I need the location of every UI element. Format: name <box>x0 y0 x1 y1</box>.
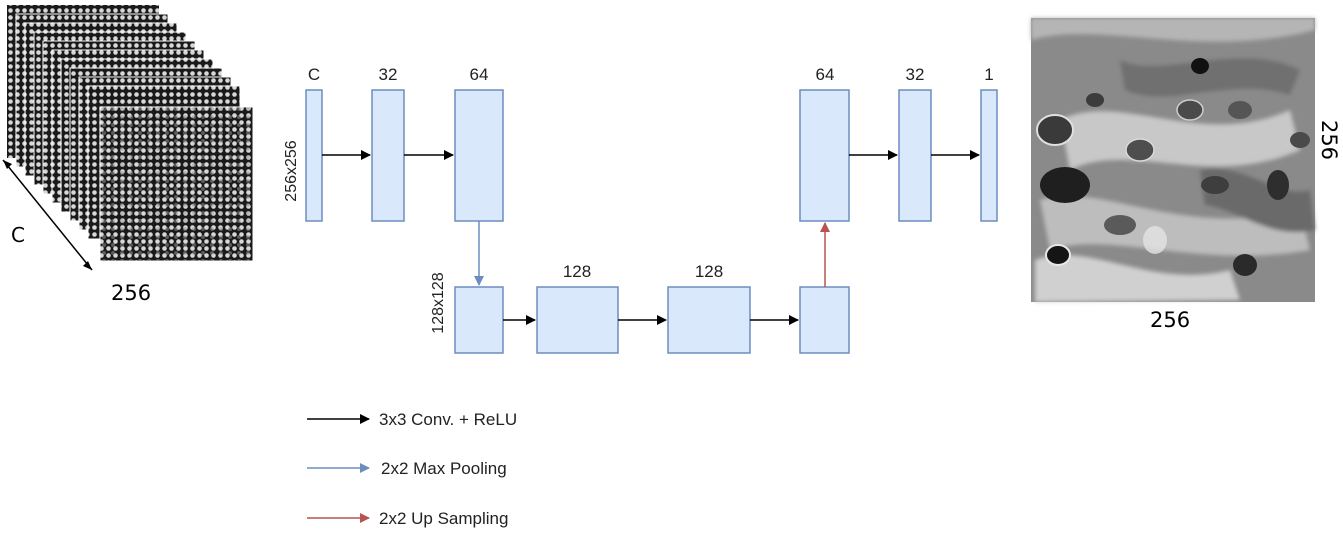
legend-pool-label: 2x2 Max Pooling <box>381 459 507 478</box>
legend-conv-label: 3x3 Conv. + ReLU <box>379 410 517 429</box>
block-input <box>305 89 323 222</box>
block-conv-64 <box>454 89 504 222</box>
nucleus <box>1086 93 1104 107</box>
nucleus <box>1191 58 1209 74</box>
nucleus <box>1045 244 1071 266</box>
nucleus <box>1176 99 1204 121</box>
nucleus <box>1228 101 1252 119</box>
level1-size-label: 256x256 <box>283 140 300 201</box>
nucleus <box>1290 132 1310 148</box>
block-conv-128b <box>667 286 751 354</box>
block-label: 64 <box>816 65 835 84</box>
block-up-64 <box>799 89 850 222</box>
block-label: 64 <box>470 65 489 84</box>
nucleus <box>1125 138 1155 162</box>
output-width-label: 256 <box>1150 308 1190 332</box>
legend-up-label: 2x2 Up Sampling <box>379 509 508 528</box>
block-label: C <box>308 65 320 84</box>
block-conv-32-out <box>898 89 932 222</box>
nucleus <box>1201 176 1229 194</box>
nucleus <box>1143 226 1167 254</box>
conv-arrows <box>322 150 980 325</box>
block-label: 32 <box>906 65 925 84</box>
legend: 3x3 Conv. + ReLU 2x2 Max Pooling 2x2 Up … <box>307 410 517 528</box>
nucleus <box>1040 167 1090 203</box>
input-depth-label: C <box>11 223 25 247</box>
nucleus <box>1267 170 1289 200</box>
input-stack <box>7 5 254 262</box>
block-label: 1 <box>984 65 993 84</box>
depth-arrow <box>2 159 93 271</box>
nucleus <box>1233 254 1257 276</box>
output-image <box>1031 18 1315 302</box>
nucleus <box>1104 215 1136 235</box>
block-output-1 <box>980 89 998 222</box>
input-size-label: 256 <box>111 281 151 305</box>
level1-decoder <box>799 89 998 222</box>
block-conv-128a <box>536 286 619 354</box>
block-label: 128 <box>563 262 591 281</box>
nucleus <box>1036 114 1074 146</box>
level2-bottleneck <box>454 286 850 354</box>
block-pre-up <box>799 286 850 354</box>
block-label: 32 <box>379 65 398 84</box>
output-height-label: 256 <box>1317 120 1341 160</box>
block-conv-32 <box>371 89 405 222</box>
level2-size-label: 128x128 <box>430 272 447 333</box>
block-pooled <box>454 286 504 354</box>
block-label: 128 <box>695 262 723 281</box>
